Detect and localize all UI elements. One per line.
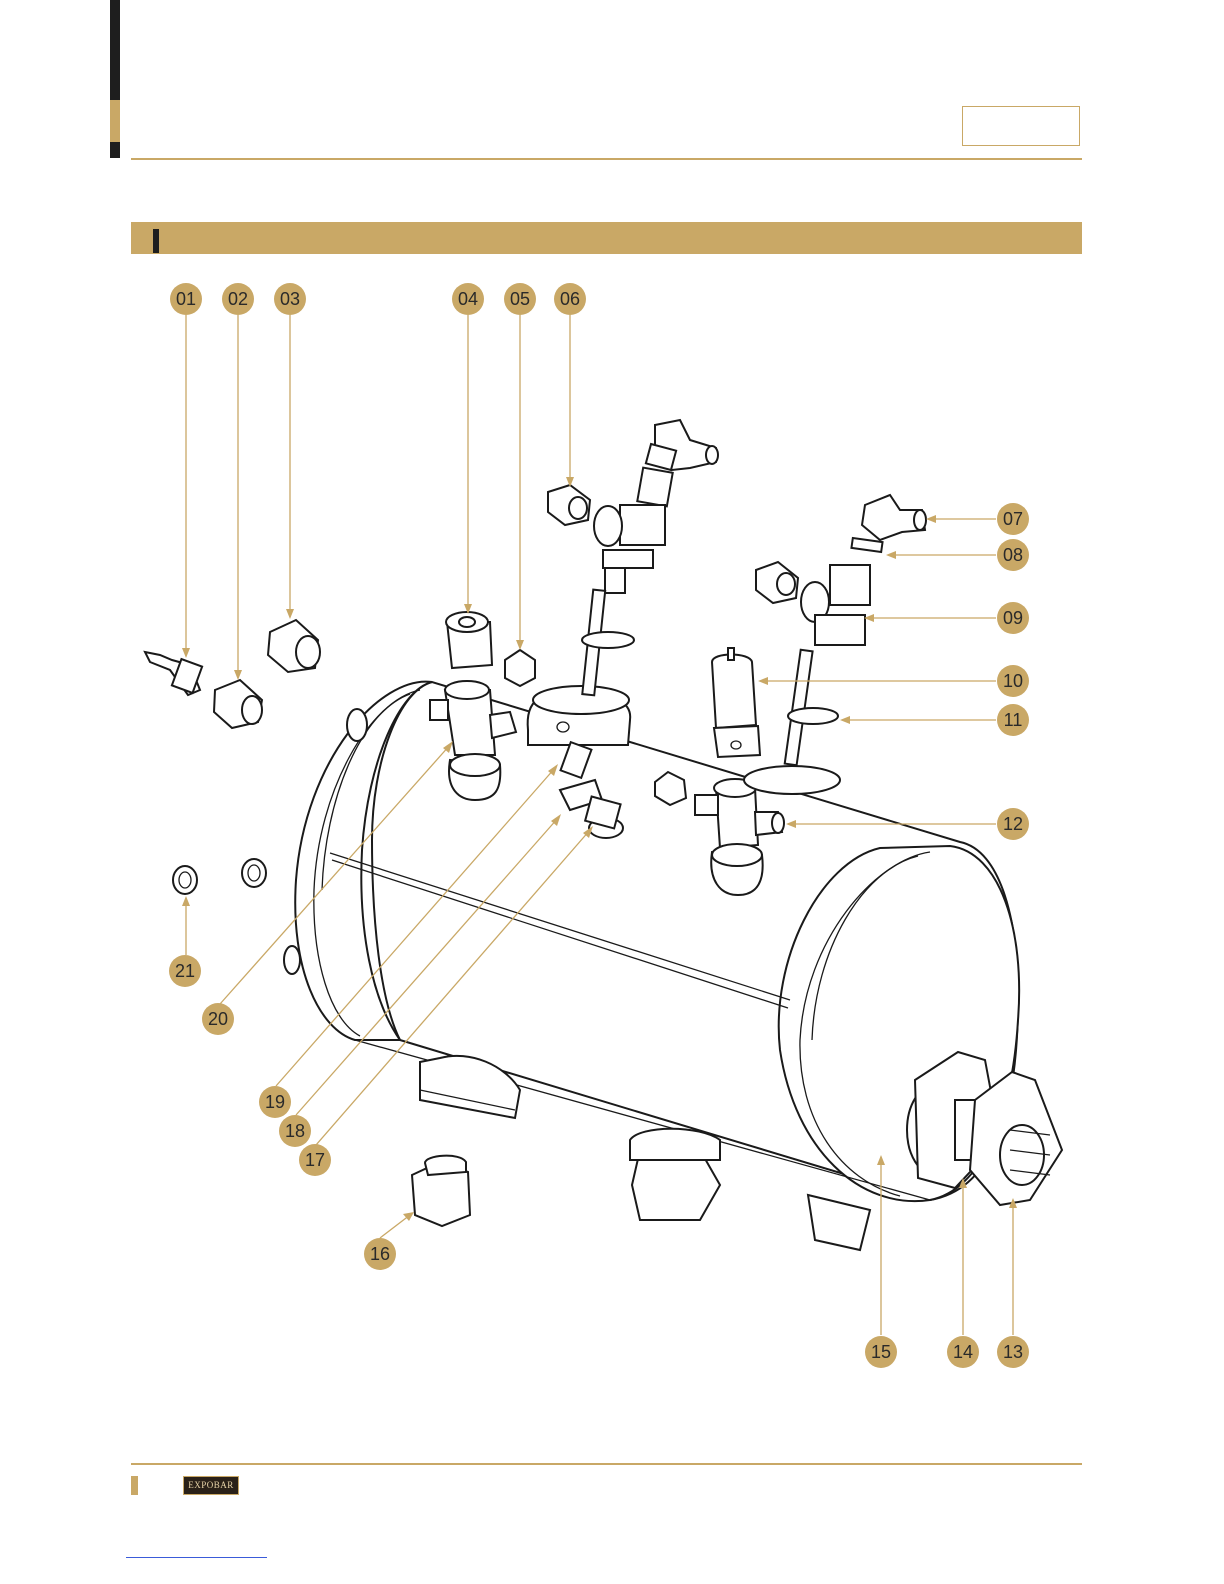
svg-text:08: 08: [1003, 545, 1023, 565]
svg-text:05: 05: [510, 289, 530, 309]
callout-12: 12: [997, 808, 1029, 840]
svg-text:09: 09: [1003, 608, 1023, 628]
svg-text:04: 04: [458, 289, 478, 309]
callout-01: 01: [170, 283, 202, 315]
svg-text:15: 15: [871, 1342, 891, 1362]
svg-text:16: 16: [370, 1244, 390, 1264]
callout-20: 20: [202, 1003, 234, 1035]
callout-05: 05: [504, 283, 536, 315]
callout-09: 09: [997, 602, 1029, 634]
bottom-link-underline[interactable]: [126, 1557, 267, 1558]
callout-03: 03: [274, 283, 306, 315]
loose-hex-nut: [412, 1156, 470, 1226]
callout-02: 02: [222, 283, 254, 315]
heating-element-flange: [907, 1052, 1062, 1205]
callout-06: 06: [554, 283, 586, 315]
svg-text:19: 19: [265, 1092, 285, 1112]
callout-16: 16: [364, 1238, 396, 1270]
svg-text:17: 17: [305, 1150, 325, 1170]
callout-21: 21: [169, 955, 201, 987]
fitting-safety-valve: [712, 648, 760, 757]
svg-text:13: 13: [1003, 1342, 1023, 1362]
callout-10: 10: [997, 665, 1029, 697]
fitting-probe-assembly-left: [145, 620, 320, 728]
svg-text:18: 18: [285, 1121, 305, 1141]
callout-15: 15: [865, 1336, 897, 1368]
svg-text:10: 10: [1003, 671, 1023, 691]
svg-text:11: 11: [1004, 710, 1023, 730]
svg-text:01: 01: [176, 289, 196, 309]
svg-text:12: 12: [1003, 814, 1023, 834]
svg-text:07: 07: [1003, 509, 1023, 529]
footer-divider: [131, 1463, 1082, 1465]
callout-19: 19: [259, 1086, 291, 1118]
callout-07: 07: [997, 503, 1029, 535]
svg-text:21: 21: [175, 961, 195, 981]
fitting-vertical-probe-06: [548, 420, 718, 695]
svg-text:06: 06: [560, 289, 580, 309]
fitting-vertical-probe-right: [756, 495, 926, 765]
svg-text:14: 14: [953, 1342, 973, 1362]
callout-04: 04: [452, 283, 484, 315]
loose-washers: [173, 859, 266, 894]
callout-08: 08: [997, 539, 1029, 571]
callout-14: 14: [947, 1336, 979, 1368]
callout-17: 17: [299, 1144, 331, 1176]
svg-text:20: 20: [208, 1009, 228, 1029]
svg-text:03: 03: [280, 289, 300, 309]
callout-18: 18: [279, 1115, 311, 1147]
boiler-tank: [284, 682, 1019, 1250]
callout-11: 11: [997, 704, 1029, 736]
footer-marker: [131, 1476, 138, 1495]
svg-text:02: 02: [228, 289, 248, 309]
brand-logo: EXPOBAR: [183, 1476, 239, 1495]
callout-13: 13: [997, 1336, 1029, 1368]
